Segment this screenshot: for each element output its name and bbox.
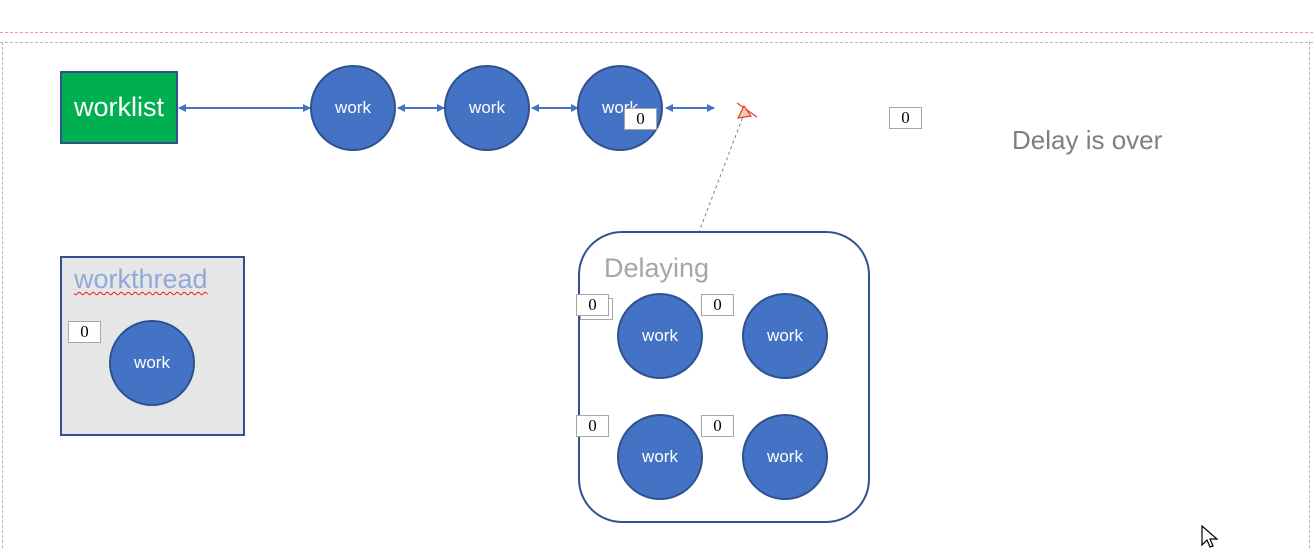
guide-line-top (0, 32, 1313, 33)
work-node[interactable]: work (742, 293, 828, 379)
guide-line-top-2 (0, 42, 1313, 43)
mouse-cursor-icon (1201, 525, 1219, 548)
work-node[interactable]: work (617, 414, 703, 500)
status-text: Delay is over (1012, 125, 1163, 155)
counter-badge: 0 (576, 294, 609, 316)
work-node-label: work (134, 353, 170, 372)
counter-badge: 0 (701, 415, 734, 437)
counter-badge: 0 (701, 294, 734, 316)
counter-badge: 0 (68, 321, 101, 343)
counter-badge: 0 (889, 107, 922, 129)
counter-badge: 0 (576, 415, 609, 437)
work-node-label: work (335, 98, 371, 117)
work-node[interactable]: work (742, 414, 828, 500)
work-node[interactable]: work (617, 293, 703, 379)
work-node-label: work (642, 326, 678, 345)
delaying-title: Delaying (604, 253, 710, 283)
work-node-label: work (469, 98, 505, 117)
work-node[interactable]: work (109, 320, 195, 406)
workthread-title: workthread (74, 264, 208, 294)
work-node-label: work (642, 447, 678, 466)
work-node[interactable]: work (310, 65, 396, 151)
work-node-label: work (767, 447, 803, 466)
counter-badge: 0 (624, 108, 657, 130)
guide-line-left (2, 42, 3, 548)
worklist-label: worklist (73, 92, 164, 122)
worklist-node[interactable]: worklist (60, 71, 178, 144)
work-node-label: work (767, 326, 803, 345)
motion-end-marker-icon[interactable] (736, 102, 758, 119)
guide-line-right (1309, 42, 1310, 548)
work-node[interactable]: work (444, 65, 530, 151)
